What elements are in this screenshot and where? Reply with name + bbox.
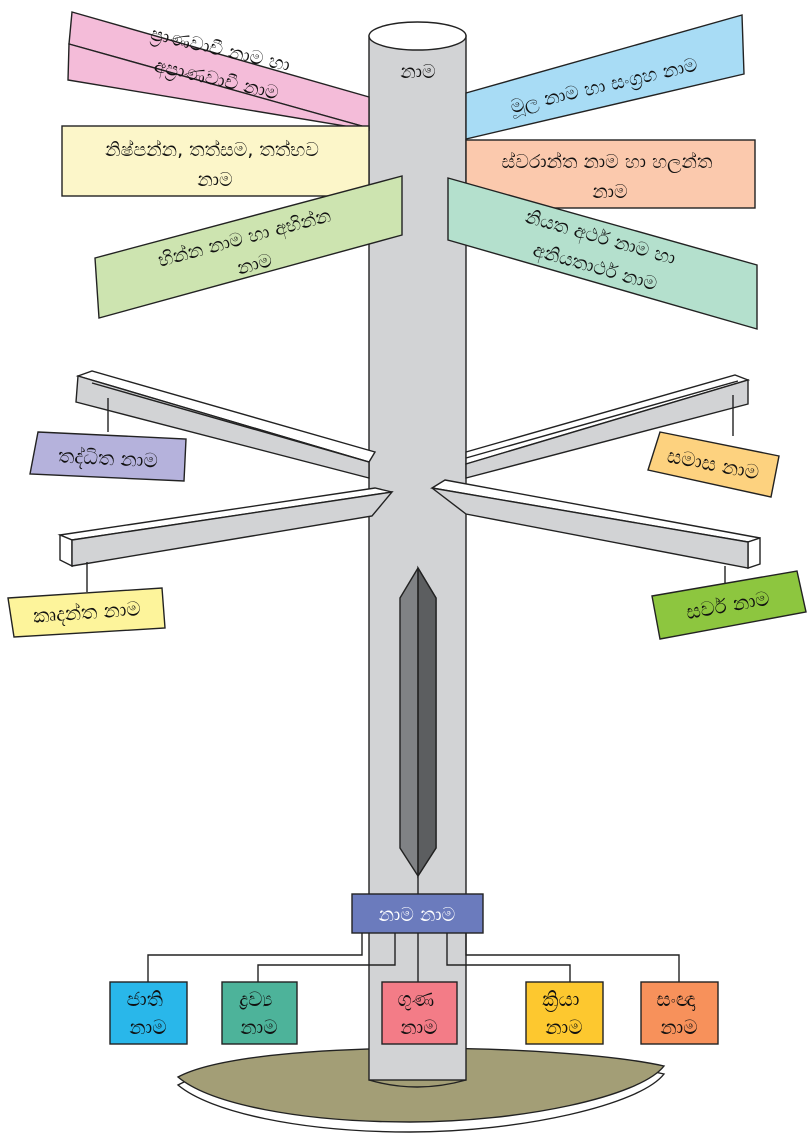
crossbar-upper-right — [465, 374, 751, 479]
sign-swaranta-line2: නාම — [592, 181, 627, 203]
sub-box-jati-line2: නාම — [129, 1015, 166, 1039]
sub-box-dravya-line2: නාම — [240, 1015, 277, 1039]
sub-box-sangna-line2: නාම — [660, 1015, 697, 1039]
sub-box-guna-line2: නාම — [400, 1015, 437, 1039]
sign-nishpanna-line2: නාම — [197, 169, 232, 191]
branch-krudanta: කෘදන්ත නාම — [7, 587, 166, 638]
pole-label: නාම — [400, 61, 435, 83]
sub-box-dravya-line1: ද්‍රව්‍ය — [239, 987, 272, 1011]
sign-nishpanna: නිෂ්පන්න, තත්සම, තත්භව නාම — [61, 125, 370, 197]
sign-swaranta: ස්වරාන්ත නාම හා හලන්ත නාම — [465, 139, 756, 209]
sub-box-guna: ගුණ නාම — [381, 981, 458, 1045]
svg-text:ද්‍රව්‍ය නාම: ද්‍රව්‍ය නාම — [239, 987, 279, 1039]
pole-bottom-curve — [368, 1079, 467, 1088]
pole-top — [368, 21, 467, 51]
base-platform — [176, 1047, 666, 1123]
crossbar-lower-right — [430, 479, 761, 569]
sign-mula: මූල නාම හා සංග්‍රහ නාම — [465, 14, 745, 140]
sub-box-guna-line1: ගුණ — [397, 987, 434, 1011]
center-box-label: නාම නාම — [379, 904, 456, 926]
sign-pranavachi: ප්‍රාණවාචී නාම හා අප්‍රාණවාචී නාම — [67, 11, 370, 131]
svg-text:ගුණ නාම: ගුණ නාම — [397, 987, 440, 1039]
svg-text:ක්‍රියා නාම: ක්‍රියා නාම — [542, 987, 586, 1039]
sub-box-jati: ජාති නාම — [109, 981, 188, 1045]
sign-nishpanna-line1: නිෂ්පන්න, තත්සම, තත්භව — [105, 139, 319, 161]
sub-box-sangna: සංඥා නාම — [640, 981, 719, 1045]
sign-bhinna: භින්න නාම හා අභින්න නාම — [94, 175, 403, 319]
svg-text:ජාති නාම: ජාති නාම — [127, 987, 170, 1039]
svg-text:ස්වරාන්ත නාම හා හලන්ත නා: ස්වරාන්ත නාම හා හලන්ත නාම — [502, 151, 719, 203]
sub-box-sangna-line1: සංඥා — [656, 987, 695, 1011]
sub-box-jati-line1: ජාති — [127, 987, 163, 1011]
svg-text:සංඥා නාම: සංඥා නාම — [656, 987, 701, 1039]
sign-swaranta-line1: ස්වරාන්ත නාම හා හලන්ත — [502, 151, 713, 173]
branch-taddhita: තද්ධිත නාම — [29, 431, 187, 482]
sub-box-kriya: ක්‍රියා නාම — [525, 981, 604, 1045]
center-box: නාම නාම — [351, 893, 484, 934]
branch-taddhita-label: තද්ධිත නාම — [58, 443, 159, 472]
crossbar-lower-left — [57, 487, 394, 568]
crossbar-upper-left — [75, 370, 377, 479]
sub-box-kriya-line1: ක්‍රියා — [542, 987, 579, 1012]
sub-box-dravya: ද්‍රව්‍ය නාම — [221, 981, 298, 1045]
branch-sarva: සර්ව නාම — [651, 570, 807, 640]
svg-text:නිෂ්පන්න, තත්සම, තත්භව න: නිෂ්පන්න, තත්සම, තත්භව නාම — [105, 139, 325, 191]
sub-box-kriya-line2: නාම — [545, 1015, 582, 1039]
branch-samasa: සමාස නාම — [647, 431, 780, 498]
pole-ornament — [399, 565, 437, 879]
connectors — [147, 933, 680, 982]
